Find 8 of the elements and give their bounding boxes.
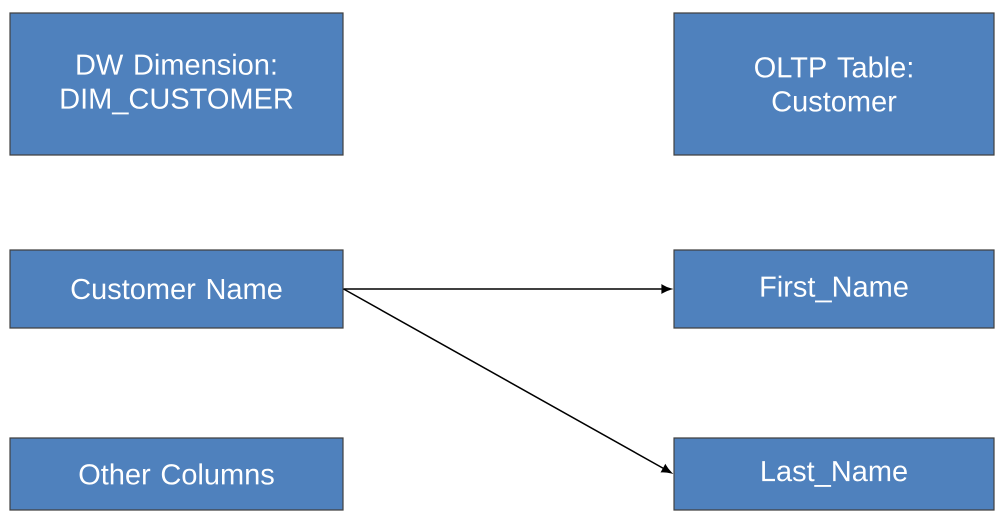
arrow xyxy=(343,288,672,474)
table-box: First_Name xyxy=(673,249,995,329)
arrow xyxy=(344,284,672,294)
table-box: Customer Name xyxy=(9,249,344,329)
table-box: Other Columns xyxy=(9,437,344,511)
table-box: Last_Name xyxy=(673,437,995,511)
table-box: DW Dimension: DIM_CUSTOMER xyxy=(9,12,344,156)
table-box: OLTP Table: Customer xyxy=(673,12,995,156)
